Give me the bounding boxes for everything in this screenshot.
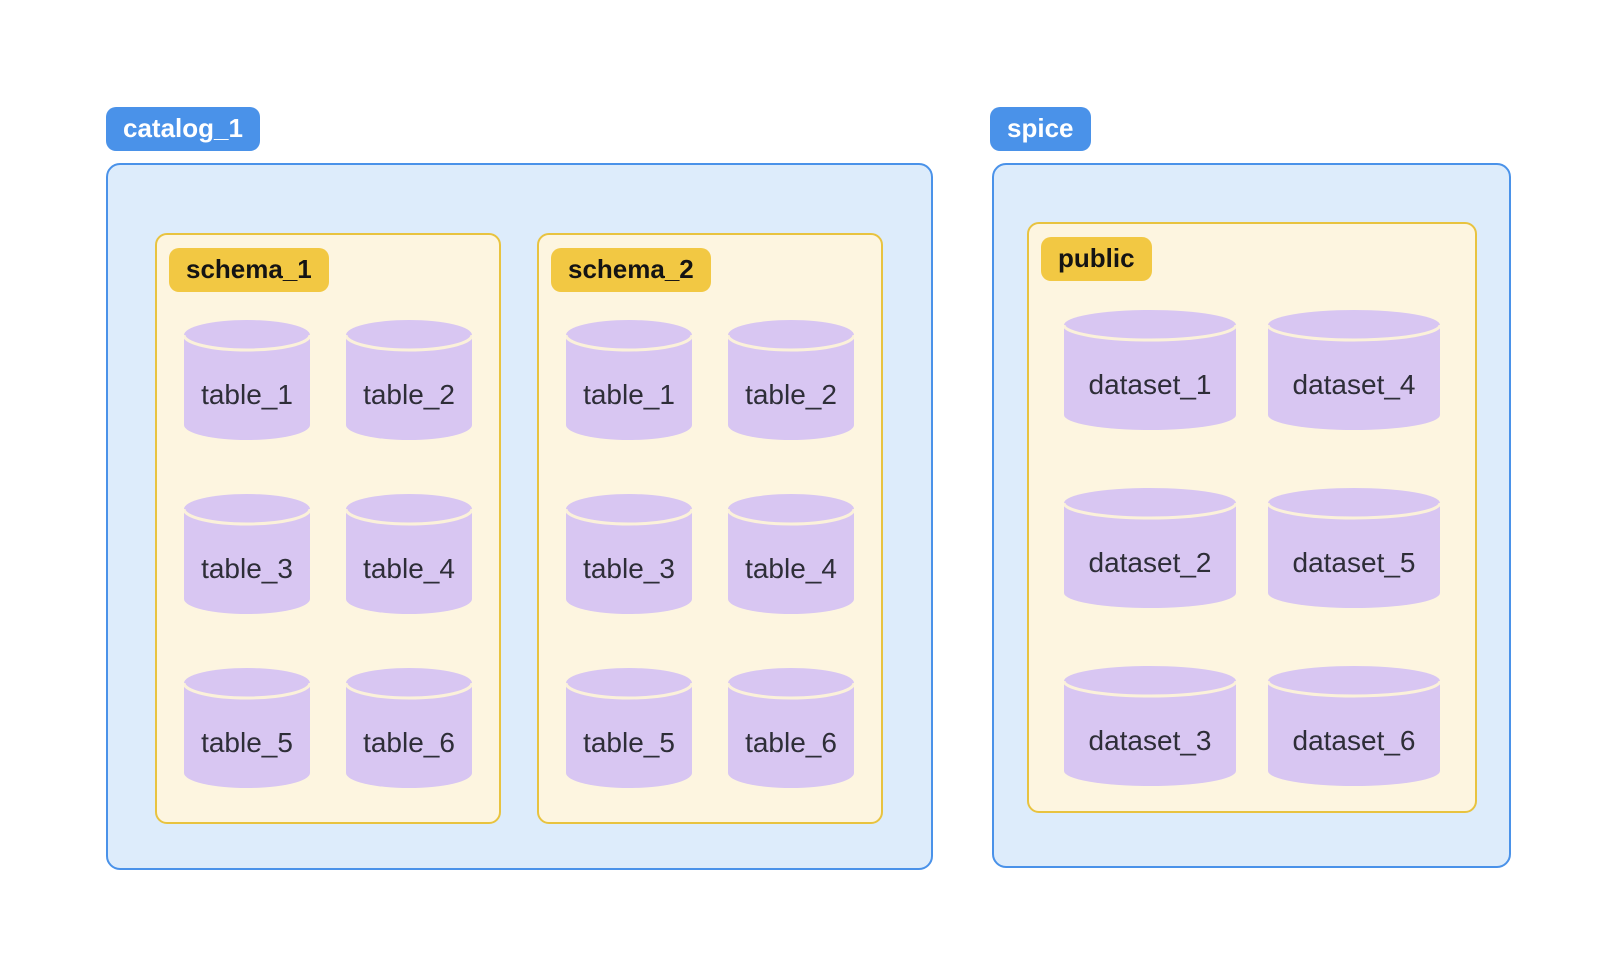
database-cylinder-icon xyxy=(346,494,472,614)
table-cylinder: table_5 xyxy=(184,668,310,788)
table-label: table_3 xyxy=(201,553,293,584)
dataset-cylinder: dataset_1 xyxy=(1064,310,1236,430)
table-label: table_6 xyxy=(363,727,455,758)
database-cylinder-icon xyxy=(728,668,854,788)
catalog-badge: spice xyxy=(990,107,1091,151)
table-cylinder: table_1 xyxy=(184,320,310,440)
database-cylinder-icon xyxy=(566,668,692,788)
table-cylinder: table_6 xyxy=(346,668,472,788)
database-cylinder-icon xyxy=(1064,310,1236,430)
table-label: table_6 xyxy=(745,727,837,758)
table-label: table_5 xyxy=(201,727,293,758)
table-cylinder: table_2 xyxy=(346,320,472,440)
table-label: table_4 xyxy=(363,553,455,584)
dataset-cylinder: dataset_3 xyxy=(1064,666,1236,786)
catalog-container: schema_1 table_1 table_2 xyxy=(106,163,933,870)
schema-badge: schema_2 xyxy=(551,248,711,292)
dataset-label: dataset_3 xyxy=(1088,725,1212,756)
table-cylinder: table_3 xyxy=(184,494,310,614)
table-label: table_1 xyxy=(583,379,675,410)
database-cylinder-icon xyxy=(1268,488,1440,608)
database-cylinder-icon xyxy=(346,320,472,440)
table-label: table_3 xyxy=(583,553,675,584)
database-cylinder-icon xyxy=(184,668,310,788)
database-cylinder-icon xyxy=(566,320,692,440)
table-label: table_4 xyxy=(745,553,837,584)
table-cylinder: table_2 xyxy=(728,320,854,440)
database-cylinder-icon xyxy=(1268,666,1440,786)
schema-box-1: schema_1 table_1 table_2 xyxy=(155,233,501,824)
database-cylinder-icon xyxy=(728,320,854,440)
table-cylinder: table_4 xyxy=(346,494,472,614)
dataset-cylinder: dataset_2 xyxy=(1064,488,1236,608)
table-label: table_2 xyxy=(363,379,455,410)
dataset-label: dataset_6 xyxy=(1292,725,1416,756)
database-cylinder-icon xyxy=(728,494,854,614)
dataset-label: dataset_1 xyxy=(1088,369,1212,400)
table-label: table_1 xyxy=(201,379,293,410)
catalog-badge: catalog_1 xyxy=(106,107,260,151)
dataset-label: dataset_2 xyxy=(1088,547,1212,578)
table-grid: table_1 table_2 table_3 xyxy=(184,320,472,788)
schema-badge: schema_1 xyxy=(169,248,329,292)
catalog-container: public dataset_1 dataset_2 xyxy=(992,163,1511,868)
dataset-cylinder: dataset_4 xyxy=(1268,310,1440,430)
table-cylinder: table_5 xyxy=(566,668,692,788)
database-cylinder-icon xyxy=(1064,666,1236,786)
database-cylinder-icon xyxy=(184,320,310,440)
database-cylinder-icon xyxy=(1064,488,1236,608)
database-cylinder-icon xyxy=(566,494,692,614)
table-cylinder: table_3 xyxy=(566,494,692,614)
dataset-label: dataset_5 xyxy=(1292,547,1416,578)
database-cylinder-icon xyxy=(346,668,472,788)
table-label: table_5 xyxy=(583,727,675,758)
schema-box-2: schema_2 table_1 table_2 xyxy=(537,233,883,824)
schema-box-public: public dataset_1 dataset_2 xyxy=(1027,222,1477,813)
table-cylinder: table_1 xyxy=(566,320,692,440)
dataset-label: dataset_4 xyxy=(1292,369,1416,400)
dataset-cylinder: dataset_5 xyxy=(1268,488,1440,608)
table-label: table_2 xyxy=(745,379,837,410)
table-cylinder: table_6 xyxy=(728,668,854,788)
table-grid: table_1 table_2 table_3 xyxy=(566,320,854,788)
table-cylinder: table_4 xyxy=(728,494,854,614)
database-cylinder-icon xyxy=(184,494,310,614)
database-cylinder-icon xyxy=(1268,310,1440,430)
schema-badge: public xyxy=(1041,237,1152,281)
dataset-grid: dataset_1 dataset_2 dataset_3 xyxy=(1064,310,1440,786)
dataset-cylinder: dataset_6 xyxy=(1268,666,1440,786)
